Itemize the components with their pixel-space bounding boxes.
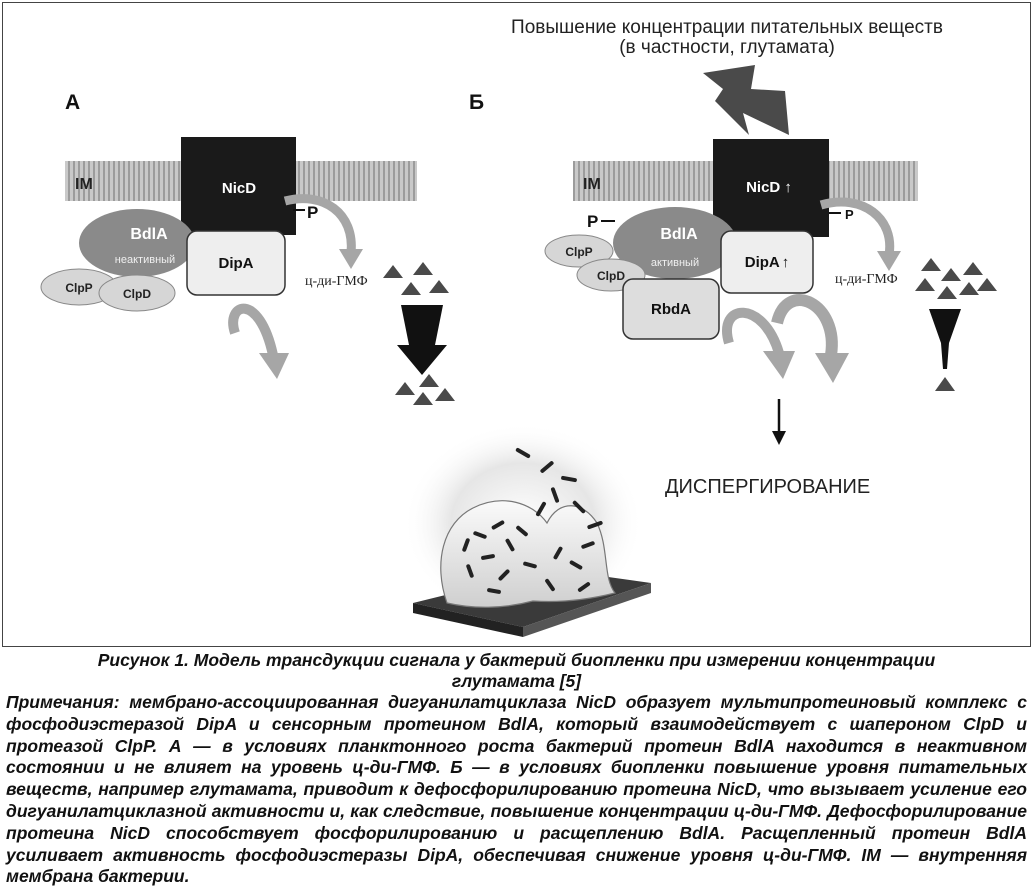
panel-a-cdg-cluster-top — [383, 262, 449, 295]
panel-b-cdg-cluster — [915, 258, 997, 299]
header-line1: Повышение концентрации питательных вещес… — [511, 17, 943, 38]
panel-a-bdla-state: неактивный — [115, 254, 175, 266]
figure-frame: Повышение концентрации питательных вещес… — [2, 2, 1031, 647]
panel-b-clpp-label: ClpP — [565, 245, 592, 259]
header-line2: (в частности, глутамата) — [619, 37, 835, 58]
panel-b-rbda — [622, 278, 720, 340]
panel-a-curved-arrow-bottom-head — [259, 353, 289, 379]
caption-note: Примечания: мембрано-ассоциированная диг… — [6, 692, 1027, 887]
panel-a-bdla — [79, 209, 195, 277]
panel-b-nicd — [713, 139, 829, 237]
panel-b-curved-arrow-top-head — [877, 251, 901, 271]
panel-b-cdg-label: ц-ди-ГМФ — [835, 272, 898, 287]
panel-b-bdla-state: активный — [651, 257, 699, 269]
panel-a-nicd — [181, 137, 296, 235]
panel-b-curved-arrow-right-head — [815, 353, 849, 383]
panel-b-down-arrow — [929, 309, 961, 369]
biofilm-illustration — [403, 423, 651, 637]
panel-a-membrane-label: IM — [75, 176, 93, 193]
panel-b-bdla — [613, 207, 737, 279]
panel-a-clpd-label: ClpD — [123, 287, 151, 301]
panel-a-dipa — [186, 230, 286, 296]
panel-b-clpd-label: ClpD — [597, 269, 625, 283]
panel-a-cdg-cluster-bottom — [395, 374, 455, 405]
panel-b-cdg-single — [935, 377, 955, 391]
panel-b-bdla-label: BdlA — [660, 226, 698, 243]
panel-a-clpp-label: ClpP — [65, 281, 92, 295]
panel-a-down-arrow — [397, 305, 447, 375]
panel-a-bdla-label: BdlA — [130, 226, 168, 243]
figure-caption: Рисунок 1. Модель трансдукции сигнала у … — [0, 650, 1033, 888]
panel-a-cdg-label: ц-ди-ГМФ — [305, 274, 368, 289]
panel-a-curved-arrow-top — [283, 194, 356, 254]
signal-transduction-diagram: Повышение концентрации питательных вещес… — [40, 17, 997, 637]
panel-b-nicd-label: NicD ↑ — [746, 179, 792, 196]
panel-b-curved-arrow-right — [771, 294, 838, 356]
panel-b-membrane-label: IM — [583, 176, 601, 193]
panel-b-phosphate-right: P — [845, 207, 854, 222]
panel-b-dipa-label: DipA↑ — [745, 254, 790, 271]
caption-title: Рисунок 1. Модель трансдукции сигнала у … — [60, 650, 973, 692]
panel-a-curved-arrow-top-head — [339, 249, 363, 269]
caption-title-line1: Рисунок 1. Модель трансдукции сигнала у … — [97, 650, 936, 670]
panel-a-curved-arrow-bottom — [228, 303, 278, 357]
panel-b-curved-arrow-top — [819, 197, 895, 256]
panel-a-nicd-label: NicD — [222, 180, 256, 197]
panel-b-dipa — [720, 230, 814, 294]
outcome-label: ДИСПЕРГИРОВАНИЕ — [665, 476, 870, 498]
panel-a-label: А — [65, 91, 80, 114]
panel-b-curved-arrow-left-head — [763, 351, 795, 379]
panel-a-dipa-label: DipA — [219, 255, 254, 272]
panel-b-phosphate-left: P — [587, 212, 598, 231]
panel-a-phosphate: P — [307, 203, 318, 222]
panel-b-rbda-label: RbdA — [651, 301, 691, 318]
dispersal-arrow-head — [772, 431, 786, 445]
panel-b-curved-arrow-left — [722, 307, 784, 355]
caption-title-line2: глутамата [5] — [451, 671, 582, 691]
lightning-icon — [703, 65, 789, 135]
panel-b-clpp — [544, 234, 614, 268]
panel-b-label: Б — [469, 91, 484, 114]
panel-a-clpd — [98, 274, 176, 312]
